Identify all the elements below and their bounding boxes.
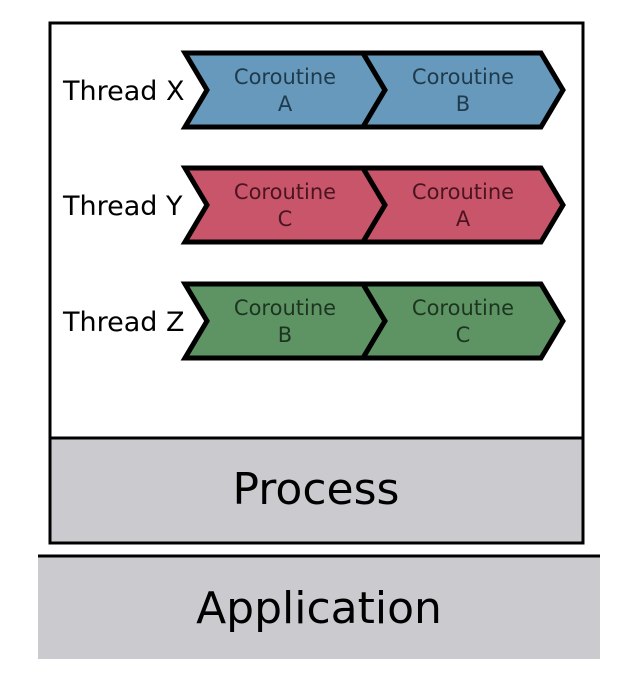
process-label: Process [233,464,400,515]
coroutine-id: B [278,323,292,347]
thread-row-x: Thread X [62,76,185,107]
coroutine-name: Coroutine [234,65,336,89]
thread-label-y: Thread Y [62,191,183,222]
chevron-shape [358,165,566,245]
coroutine-name: Coroutine [234,296,336,320]
thread-row-z: Thread Z [62,307,185,338]
chevron-shape [358,50,566,130]
coroutine-name: Coroutine [412,65,514,89]
coroutine-id: C [456,323,471,347]
thread-label-z: Thread Z [62,307,185,338]
thread-label-x: Thread X [62,76,185,107]
application-box [38,557,600,659]
coroutine-name: Coroutine [412,296,514,320]
chevron-shape [358,281,566,361]
coroutine-name: Coroutine [412,180,514,204]
coroutine-id: C [278,207,293,231]
process-box [48,436,585,545]
coroutine-id: A [456,207,471,231]
coroutine-chevrons: CoroutineACoroutineBCoroutineCCoroutineA… [180,50,566,361]
coroutine-name: Coroutine [234,180,336,204]
coroutine-id: A [278,92,293,116]
coroutine-id: B [456,92,470,116]
thread-row-y: Thread Y [62,191,183,222]
application-label: Application [196,583,442,634]
